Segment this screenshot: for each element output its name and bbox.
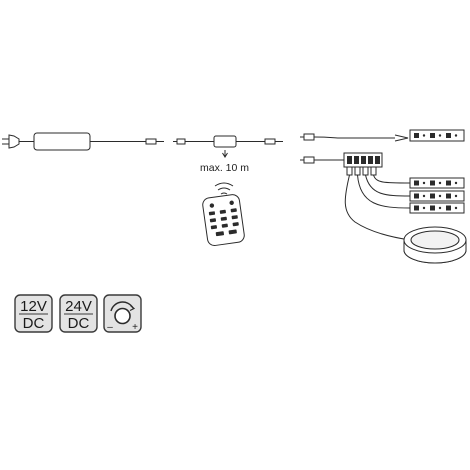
distributor-hub [300,152,411,241]
power-supply [2,132,164,151]
ir-receiver-cable [173,135,283,158]
led-strip-single [300,129,465,142]
dimmer-plus: + [132,322,138,333]
dimmer-knob-icon: – + [103,294,142,333]
dimmer-minus: – [107,322,113,333]
led-strip-2 [409,190,465,202]
badge-24v-line2: DC [68,315,90,332]
puck-light-icon [403,226,467,264]
remote-control-icon [202,182,245,247]
badge-24v-line1: 24V [65,298,92,315]
led-strip-3 [409,202,465,214]
badge-12v-line1: 12V [20,298,47,315]
badge-24v-dc: 24V DC [59,294,98,333]
badge-12v-line2: DC [23,315,45,332]
range-label: max. 10 m [200,162,249,174]
led-strip-1 [409,177,465,189]
badge-12v-dc: 12V DC [14,294,53,333]
